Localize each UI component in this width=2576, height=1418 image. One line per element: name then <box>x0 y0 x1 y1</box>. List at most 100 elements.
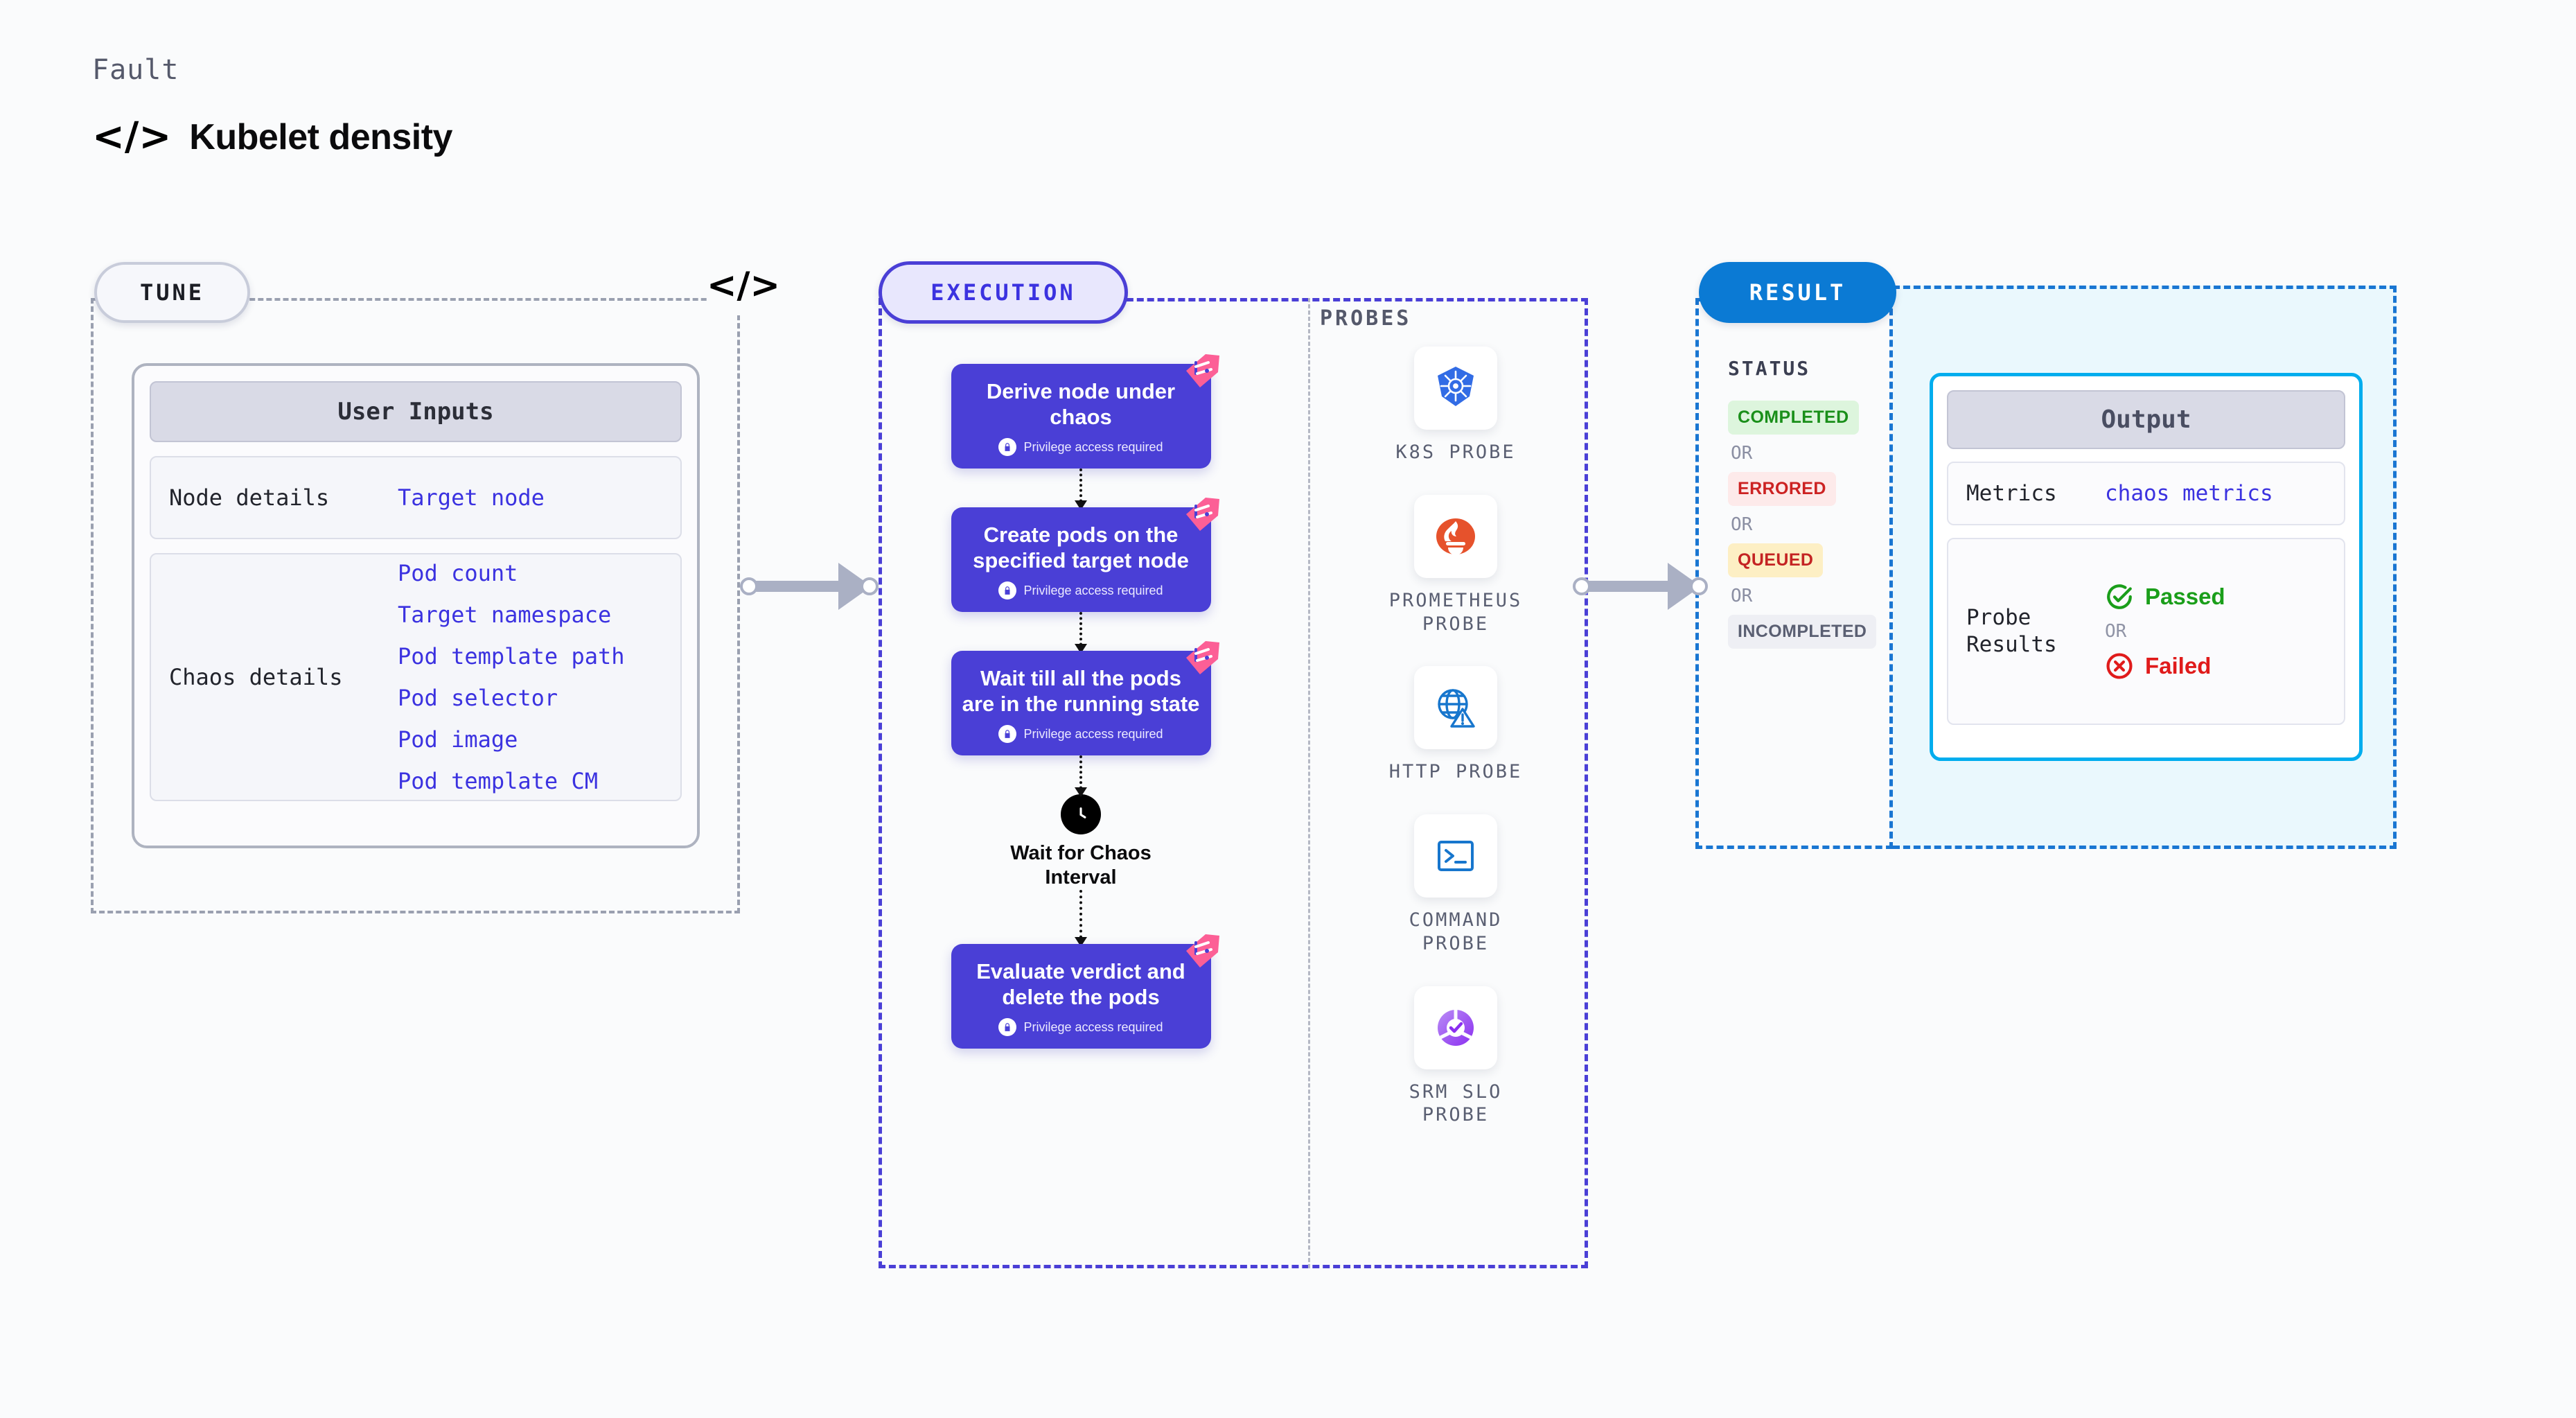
chaos-details-section: Chaos details Pod count Target namespace… <box>150 553 682 801</box>
probe-result-failed: Failed <box>2105 651 2225 681</box>
node-details-section: Node details Target node <box>150 456 682 539</box>
probe-label: SRM SLO PROBE <box>1409 1080 1503 1126</box>
probe-label: K8S PROBE <box>1395 441 1516 463</box>
failed-label: Failed <box>2145 653 2212 679</box>
check-circle-icon <box>2107 584 2132 609</box>
privilege-note: Privilege access required <box>962 1018 1200 1037</box>
chaos-details-label: Chaos details <box>169 664 343 690</box>
probe-item-command[interactable]: COMMAND PROBE <box>1369 814 1542 956</box>
arrow-end-dot <box>1690 577 1708 595</box>
node-details-label: Node details <box>169 484 330 511</box>
status-badge-completed: COMPLETED <box>1728 401 1859 435</box>
harness-badge-icon <box>1185 641 1219 675</box>
probe-label: HTTP PROBE <box>1388 761 1523 783</box>
probe-label: COMMAND PROBE <box>1409 909 1503 954</box>
output-title: Output <box>1947 390 2345 449</box>
probes-section-label: PROBES <box>1320 306 1412 331</box>
input-target-node[interactable]: Target node <box>398 484 545 511</box>
input-target-namespace[interactable]: Target namespace <box>398 602 612 628</box>
arrow-shaft <box>1588 581 1675 592</box>
input-pod-image[interactable]: Pod image <box>398 726 518 753</box>
lock-icon <box>998 438 1017 457</box>
probe-item-http[interactable]: HTTP PROBE <box>1369 666 1542 784</box>
chaos-details-values: Pod count Target namespace Pod template … <box>398 560 625 794</box>
flow-node-title: Evaluate verdict and delete the pods <box>976 959 1185 1009</box>
lock-icon <box>998 725 1017 744</box>
status-badge-queued: QUEUED <box>1728 543 1824 577</box>
user-inputs-title: User Inputs <box>150 381 682 442</box>
flow-node-create-pods[interactable]: Create pods on the specified target node… <box>951 498 1219 613</box>
arrow-shaft <box>755 581 845 592</box>
terminal-icon <box>1414 814 1497 898</box>
status-badge-errored: ERRORED <box>1728 472 1836 506</box>
page-title-row: </> Kubelet density <box>92 116 452 158</box>
arrow-start-dot <box>740 577 758 595</box>
execution-pill-label[interactable]: EXECUTION <box>879 261 1128 324</box>
probe-result-or: OR <box>2105 621 2127 642</box>
input-pod-count[interactable]: Pod count <box>398 560 518 586</box>
page-eyebrow: Fault <box>92 54 179 86</box>
flow-connector <box>1075 469 1087 511</box>
harness-badge-icon <box>1185 498 1219 532</box>
input-pod-template-path[interactable]: Pod template path <box>398 643 625 669</box>
flow-connector <box>1075 755 1087 798</box>
input-pod-template-cm[interactable]: Pod template CM <box>398 768 598 794</box>
flow-node-wait-running[interactable]: Wait till all the pods are in the runnin… <box>951 641 1219 756</box>
flow-node-evaluate-verdict[interactable]: Evaluate verdict and delete the pods Pri… <box>951 934 1219 1049</box>
flow-connector <box>1075 612 1087 654</box>
probe-result-passed: Passed <box>2105 582 2225 611</box>
status-badge-incompleted: INCOMPLETED <box>1728 615 1877 649</box>
lock-icon <box>998 581 1017 600</box>
srm-slo-icon <box>1414 986 1497 1069</box>
node-details-values: Target node <box>398 484 545 511</box>
metrics-value[interactable]: chaos metrics <box>2105 481 2273 506</box>
prometheus-icon <box>1414 494 1497 578</box>
harness-badge-icon <box>1185 934 1219 968</box>
privilege-note: Privilege access required <box>962 581 1200 600</box>
passed-label: Passed <box>2145 584 2225 609</box>
http-globe-warning-icon <box>1414 666 1497 750</box>
probe-results-values: Passed OR Failed <box>2105 582 2225 681</box>
flow-node-derive[interactable]: Derive node under chaos Privilege access… <box>951 354 1219 469</box>
privilege-note-text: Privilege access required <box>1023 439 1163 454</box>
arrow-execution-to-result <box>1573 563 1708 610</box>
code-icon: </> <box>92 114 172 159</box>
privilege-note-text: Privilege access required <box>1023 1019 1163 1034</box>
kubernetes-icon <box>1414 347 1497 430</box>
user-inputs-card: User Inputs Node details Target node Cha… <box>132 363 700 848</box>
tune-code-icon[interactable]: </> <box>707 256 780 315</box>
x-circle-icon <box>2106 653 2133 679</box>
input-pod-selector[interactable]: Pod selector <box>398 685 558 711</box>
metrics-label: Metrics <box>1966 480 2057 506</box>
privilege-note: Privilege access required <box>962 438 1200 457</box>
arrow-tune-to-execution <box>740 563 879 610</box>
flow-node-title: Derive node under chaos <box>986 379 1176 429</box>
harness-badge-icon <box>1185 354 1219 387</box>
status-or-3: OR <box>1731 586 1753 606</box>
lock-icon <box>998 1018 1017 1037</box>
wait-chaos-interval-label: Wait for Chaos Interval <box>1010 842 1152 889</box>
probe-item-k8s[interactable]: K8S PROBE <box>1369 347 1542 464</box>
status-options: COMPLETED OR ERRORED OR QUEUED OR INCOMP… <box>1728 401 1877 649</box>
arrow-end-dot <box>861 577 879 595</box>
status-heading: STATUS <box>1728 357 1811 380</box>
clock-icon <box>1061 794 1101 835</box>
wait-chaos-interval-step: Wait for Chaos Interval <box>977 794 1185 890</box>
output-metrics-row: Metrics chaos metrics <box>1947 462 2345 525</box>
probe-item-prometheus[interactable]: PROMETHEUS PROBE <box>1369 494 1542 636</box>
probes-divider <box>1308 298 1310 1268</box>
status-or-2: OR <box>1731 514 1753 535</box>
privilege-note: Privilege access required <box>962 725 1200 744</box>
tune-pill-label[interactable]: TUNE <box>94 262 250 323</box>
result-pill-label[interactable]: RESULT <box>1699 262 1896 323</box>
privilege-note-text: Privilege access required <box>1023 583 1163 597</box>
execution-region <box>879 298 1588 1268</box>
probe-item-srm-slo[interactable]: SRM SLO PROBE <box>1369 986 1542 1128</box>
execution-flow: Derive node under chaos Privilege access… <box>949 354 1219 1049</box>
flow-connector <box>1075 890 1087 947</box>
page-title: Kubelet density <box>189 117 452 157</box>
